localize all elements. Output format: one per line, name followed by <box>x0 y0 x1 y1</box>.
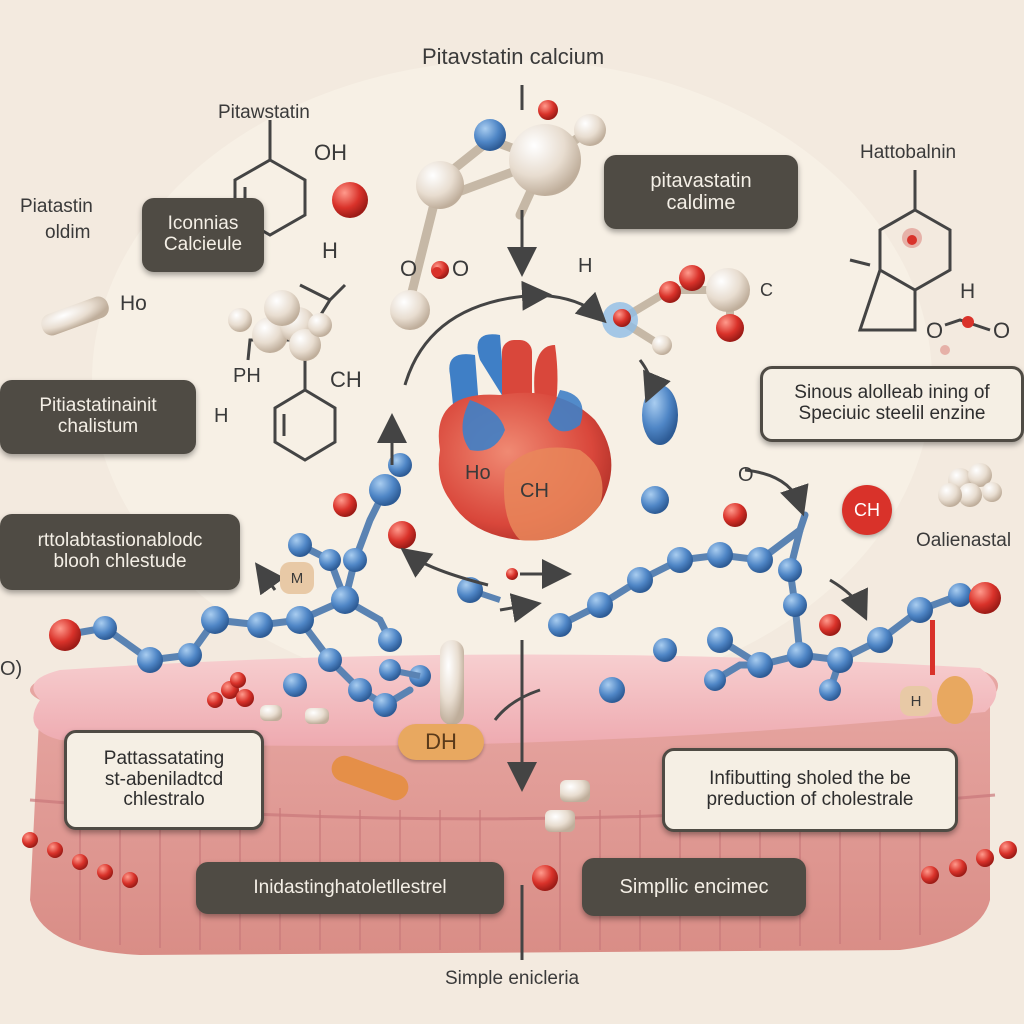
label-side-left-1: Piatastin <box>20 196 93 217</box>
label-left-h3: H <box>214 405 229 427</box>
beige-cluster-right <box>938 463 1002 507</box>
diagram-title: Pitavstatin calcium <box>422 44 605 69</box>
pills <box>260 640 973 832</box>
beige-cluster-left <box>228 290 332 361</box>
dh-tablet: DH <box>398 724 484 760</box>
heart-illustration <box>438 334 612 541</box>
footer-label: Simple enicleria <box>445 968 580 989</box>
molecule-top-beige <box>390 100 606 330</box>
label-left-o: O) <box>0 658 23 680</box>
label-h-mid: H <box>578 255 593 277</box>
label-right-side: Oalienastal <box>916 530 1012 551</box>
ch-badge: CH <box>842 485 892 535</box>
label-o-1: O <box>400 256 418 281</box>
label-ph: PH <box>233 365 261 387</box>
label-side-left-2: oldim <box>45 222 91 243</box>
label-o-right: O <box>738 464 754 486</box>
red-particles <box>207 182 558 891</box>
label-h3-right: H <box>960 280 976 303</box>
label-o-ring-right: O <box>993 318 1011 343</box>
molecule-center-small <box>379 568 518 687</box>
label-ho3: Ho <box>120 292 147 315</box>
vertical-arrows <box>254 210 537 960</box>
label-c3: C <box>760 280 773 300</box>
label-heart-ho: Ho <box>465 462 491 484</box>
label-heart-ch: CH <box>520 480 549 502</box>
red-bead-chain-left <box>22 832 138 888</box>
structure-top-right <box>849 170 991 332</box>
molecule-atoms-left <box>49 453 416 717</box>
molecule-top-right <box>602 265 750 527</box>
label-top-left-name: Pitawstatin <box>218 102 310 123</box>
left-rod <box>41 296 109 336</box>
molecule-atoms-right <box>548 542 1001 703</box>
label-o-2: O <box>452 256 470 281</box>
label-o-ring-left: O <box>926 318 944 343</box>
label-box-simple-enzyme: Simpllic encimec <box>582 858 806 916</box>
red-markers <box>930 620 935 675</box>
structure-details <box>432 228 974 355</box>
label-ch: CH <box>330 367 362 392</box>
label-h: H <box>322 238 338 263</box>
label-box-inidasting: Inidastinghatoletllestrel <box>196 862 504 914</box>
cycle-arrows <box>400 85 868 721</box>
red-bead-chain-right <box>921 841 1017 884</box>
marker-m: M <box>280 562 314 594</box>
marker-h: H <box>900 686 932 716</box>
label-ring-oh: OH <box>314 140 347 165</box>
label-right-name: Hattobalnin <box>860 142 957 163</box>
